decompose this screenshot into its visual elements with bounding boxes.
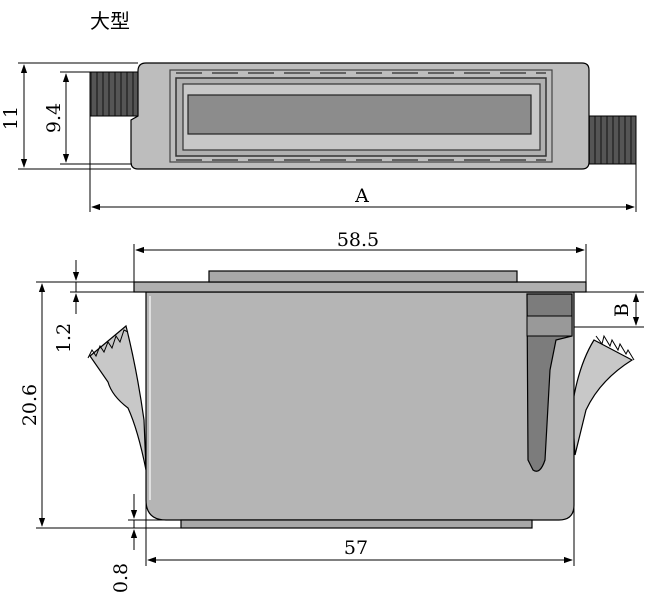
right-cable-end <box>587 115 637 165</box>
dim-length: A <box>354 185 369 207</box>
dim-flange-width: 58.5 <box>337 229 379 251</box>
top-plate <box>208 270 518 283</box>
right-cable <box>571 339 634 456</box>
drawing-title: 大型 <box>90 9 130 33</box>
dim-flange-thickness: 1.2 <box>53 323 75 353</box>
top-view: 11 9.4 A <box>0 62 637 212</box>
dim-body-width: 57 <box>344 537 368 559</box>
flange <box>133 281 587 293</box>
dim-bottom-plate: 0.8 <box>110 563 132 593</box>
left-cable-end <box>89 71 139 117</box>
left-cable <box>89 324 147 471</box>
latch <box>526 293 573 472</box>
side-view-body <box>145 291 575 521</box>
dim-height: 20.6 <box>19 384 41 426</box>
dim-height-inner: 9.4 <box>43 103 65 133</box>
side-view: 58.5 57 20.6 1.2 0.8 B <box>19 229 644 593</box>
dim-b: B <box>611 303 633 317</box>
dim-height-outer: 11 <box>0 106 22 130</box>
bottom-plate <box>180 519 533 529</box>
